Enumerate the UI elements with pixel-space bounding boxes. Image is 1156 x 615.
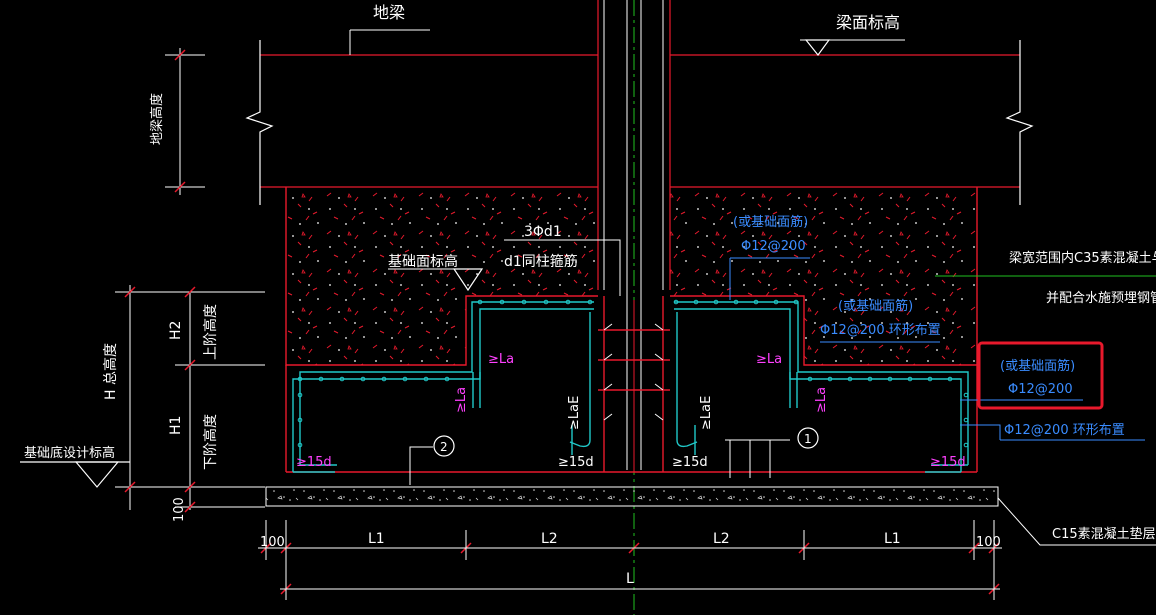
dim-l2-left: L2: [541, 531, 558, 547]
or-top-bar-label-1: (或基础面筋): [733, 214, 808, 230]
rebar-dot: [543, 299, 549, 305]
ground-beam-outline: [260, 0, 1020, 290]
mark-2-label: 2: [440, 440, 448, 454]
rebar-dot: [733, 299, 739, 305]
la-label-2: ≥La: [756, 352, 782, 367]
rebar-dot: [947, 376, 953, 382]
rebar-dot: [565, 299, 571, 305]
rebar-dot: [477, 299, 483, 305]
vertical-dimension-lines: [115, 48, 265, 510]
rebar-dot: [887, 376, 893, 382]
rebar-dot: [381, 376, 387, 382]
dim-l1-left: L1: [368, 531, 385, 547]
rebar-dot: [297, 376, 303, 382]
h1-label: H1: [168, 416, 184, 435]
rebar-dot: [521, 299, 527, 305]
ground-beam-height-label: 地梁高度: [149, 93, 165, 145]
same-as-column-label: d1同柱箍筋: [504, 253, 578, 270]
white-rotated-labels: ≥LaE ≥LaE: [567, 396, 714, 430]
note-line1: 梁宽范围内C35素混凝土与基: [1009, 250, 1156, 266]
phi12-200-label-2: Φ12@200: [1008, 382, 1073, 397]
rebar-dot: [360, 376, 366, 382]
rebar-cage-lines: [292, 301, 969, 473]
dim-100-vertical: 100: [172, 497, 187, 522]
h2-label: H2: [168, 321, 184, 340]
note-line2: 并配合水施预埋钢管: [1046, 291, 1156, 306]
rebar-dot: [297, 442, 303, 448]
d15-label-4: ≥15d: [930, 455, 966, 470]
column-tie-marks: [603, 300, 664, 472]
d15-label-1: ≥15d: [296, 455, 332, 470]
total-height-label: H 总高度: [102, 343, 119, 400]
d15-label-2: ≥15d: [558, 455, 594, 470]
rebar-dot: [807, 376, 813, 382]
dim-100-right: 100: [976, 535, 1001, 550]
rebar-dot: [867, 376, 873, 382]
rebar-dot: [963, 392, 969, 398]
rebar-dot: [318, 376, 324, 382]
upper-step-label: 上阶高度: [202, 304, 219, 360]
rebar-dot: [773, 299, 779, 305]
rebar-dot: [963, 417, 969, 423]
pile-cap-concrete-fill: [286, 187, 977, 366]
la-label-1: ≥La: [488, 352, 514, 367]
mark-2-circle: [433, 435, 455, 457]
d15-label-3: ≥15d: [672, 455, 708, 470]
bars-3-label: 3Φd1: [524, 224, 562, 240]
dim-l2-right: L2: [713, 531, 730, 547]
rebar-dot: [847, 376, 853, 382]
rebar-dot: [339, 376, 345, 382]
rebar-dot: [793, 299, 799, 305]
mark-1-label: 1: [804, 432, 812, 446]
lae-label-1: ≥LaE: [567, 396, 582, 430]
elevation-markers: [20, 39, 831, 488]
rebar-dot: [963, 442, 969, 448]
beam-top-elev-label: 梁面标高: [836, 13, 900, 32]
rebar-dot: [753, 299, 759, 305]
white-labels: 地梁 梁面标高 地梁高度 基础面标高 3Φd1 d1同柱箍筋 梁宽范围内C35素…: [24, 3, 1156, 587]
blue-labels: (或基础面筋) Φ12@200 (或基础面筋) Φ12@200 环形布置 (或基…: [733, 214, 1125, 438]
break-lines: [245, 40, 1034, 205]
dim-l1-right: L1: [884, 531, 901, 547]
lower-step-label: 下阶高度: [202, 414, 219, 470]
or-top-bar-label-2: (或基础面筋): [838, 298, 913, 314]
lae-label-2: ≥LaE: [699, 396, 714, 430]
c15-cushion-layer: [265, 486, 999, 507]
rebar-dot: [297, 417, 303, 423]
foundation-top-elev-label: 基础面标高: [388, 253, 458, 270]
phi12-200-label-1: Φ12@200: [741, 239, 806, 254]
rebar-dot: [499, 299, 505, 305]
or-top-bar-label-3: (或基础面筋): [1000, 358, 1075, 374]
highlight-box: [977, 341, 1104, 410]
circled-marks: [433, 427, 819, 457]
horizontal-dimension-lines: [258, 520, 1002, 600]
rebar-dot: [673, 299, 679, 305]
dim-l-total: L: [626, 571, 634, 587]
magenta-labels: ≥La ≥La ≥La ≥La ≥15d ≥15d: [296, 352, 966, 470]
phi12-ring-label-2: Φ12@200 环形布置: [1004, 423, 1125, 438]
rebar-dot: [423, 376, 429, 382]
mark-1-circle: [797, 427, 819, 449]
rebar-dot: [713, 299, 719, 305]
rebar-dot: [297, 392, 303, 398]
leader-lines: [349, 29, 1156, 546]
rebar-dots: [297, 299, 969, 448]
rebar-dot: [693, 299, 699, 305]
ground-beam-label: 地梁: [373, 3, 405, 22]
rebar-dot: [444, 376, 450, 382]
phi12-ring-label-1: Φ12@200 环形布置: [820, 323, 941, 338]
la-label-3: ≥La: [454, 387, 469, 413]
rebar-dot: [907, 376, 913, 382]
rebar-dot: [587, 299, 593, 305]
dim-100-left: 100: [260, 535, 285, 550]
rebar-dot: [402, 376, 408, 382]
rebar-dot: [927, 376, 933, 382]
blue-leader-lines: [729, 257, 1145, 441]
base-design-elev-label: 基础底设计标高: [24, 445, 115, 461]
la-label-4: ≥La: [814, 387, 829, 413]
c15-cushion-label: C15素混凝土垫层: [1052, 526, 1156, 542]
rebar-dot: [827, 376, 833, 382]
